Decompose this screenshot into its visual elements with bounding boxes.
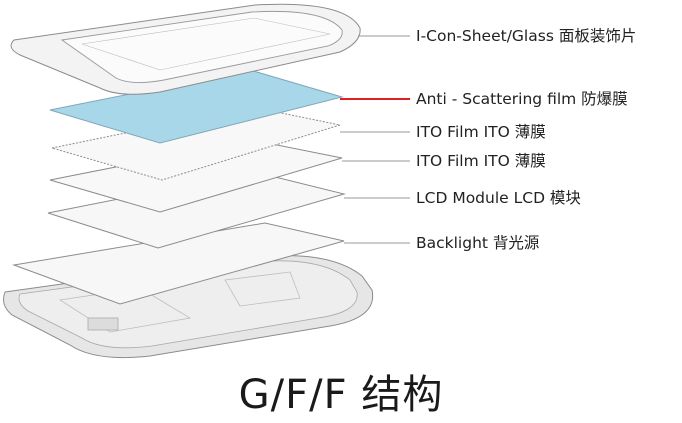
label-lcd-module: LCD Module LCD 模块 [416,189,581,207]
label-anti-scattering-film: Anti - Scattering film 防爆膜 [416,90,628,108]
ito-film-layer-1 [51,106,341,181]
label-backlight: Backlight 背光源 [416,234,540,252]
label-ito-film-1: ITO Film ITO 薄膜 [416,123,546,141]
label-ito-film-2: ITO Film ITO 薄膜 [416,152,546,170]
diagram-title: G/F/F 结构 [238,372,444,418]
label-cover-glass: I-Con-Sheet/Glass 面板装饰片 [416,27,637,45]
cover-glass-layer [10,3,361,95]
